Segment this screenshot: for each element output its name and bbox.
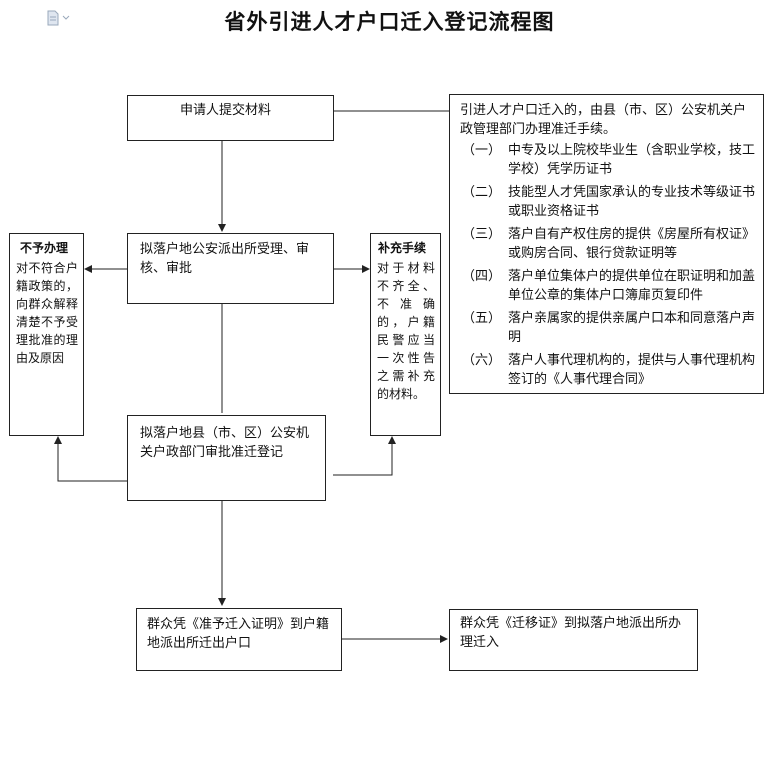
box-migrate-text: 群众凭《迁移证》到拟落户地派出所办理迁入 (460, 616, 682, 650)
box-permit-text: 群众凭《准予迁入证明》到户籍地派出所迁出户口 (147, 617, 330, 651)
policy-item-4-text: 落户单位集体户的提供单位在职证明和加盖单位公章的集体户口簿扉页复印件 (508, 269, 756, 303)
supplement-body: 对于材料不齐全、不准确的，户籍民警应当一次性告之需补充的材料。 (377, 261, 435, 401)
box-accept: 拟落户地公安派出所受理、审核、审批 (127, 233, 334, 304)
policy-item-2-num: （二） (462, 185, 502, 200)
page-title: 省外引进人才户口迁入登记流程图 (224, 10, 555, 34)
box-approve: 拟落户地县（市、区）公安机关户政部门审批准迁登记 (127, 415, 326, 501)
box-apply: 申请人提交材料 (127, 95, 334, 141)
box-policy: 引进人才户口迁入的，由县（市、区）公安机关户政管理部门办理准迁手续。 （一） 中… (449, 94, 764, 394)
policy-item-5-num: （五） (462, 311, 502, 326)
box-accept-text: 拟落户地公安派出所受理、审核、审批 (140, 242, 310, 276)
policy-intro: 引进人才户口迁入的，由县（市、区）公安机关户政管理部门办理准迁手续。 (460, 103, 747, 137)
box-apply-text: 申请人提交材料 (180, 103, 272, 118)
document-icon[interactable] (46, 10, 72, 26)
box-supplement: 补充手续 对于材料不齐全、不准确的，户籍民警应当一次性告之需补充的材料。 (370, 233, 441, 436)
policy-item-2-text: 技能型人才凭国家承认的专业技术等级证书或职业资格证书 (508, 185, 756, 219)
policy-item-3-num: （三） (462, 227, 502, 242)
policy-item-1-text: 中专及以上院校毕业生（含职业学校，技工学校）凭学历证书 (508, 143, 756, 177)
policy-item-6-text: 落户人事代理机构的，提供与人事代理机构签订的《人事代理合同》 (508, 353, 756, 387)
box-migrate: 群众凭《迁移证》到拟落户地派出所办理迁入 (449, 609, 698, 671)
supplement-title: 补充手续 (378, 241, 427, 255)
policy-item-5-text: 落户亲属家的提供亲属户口本和同意落户声明 (508, 311, 756, 345)
reject-title: 不予办理 (20, 241, 69, 255)
box-permit: 群众凭《准予迁入证明》到户籍地派出所迁出户口 (136, 608, 342, 671)
policy-item-4-num: （四） (462, 269, 502, 284)
policy-item-1-num: （一） (462, 143, 502, 158)
policy-item-3-text: 落户自有产权住房的提供《房屋所有权证》或购房合同、银行贷款证明等 (508, 227, 756, 261)
policy-item-6-num: （六） (462, 353, 502, 368)
arrow-approve-to-reject (54, 436, 127, 482)
reject-body: 对不符合户籍政策的，向群众解释清楚不予受理批准的理由及原因 (16, 261, 78, 365)
arrow-approve-to-supplement (333, 436, 396, 476)
box-reject: 不予办理 对不符合户籍政策的，向群众解释清楚不予受理批准的理由及原因 (9, 233, 84, 436)
box-approve-text: 拟落户地县（市、区）公安机关户政部门审批准迁登记 (140, 426, 310, 460)
